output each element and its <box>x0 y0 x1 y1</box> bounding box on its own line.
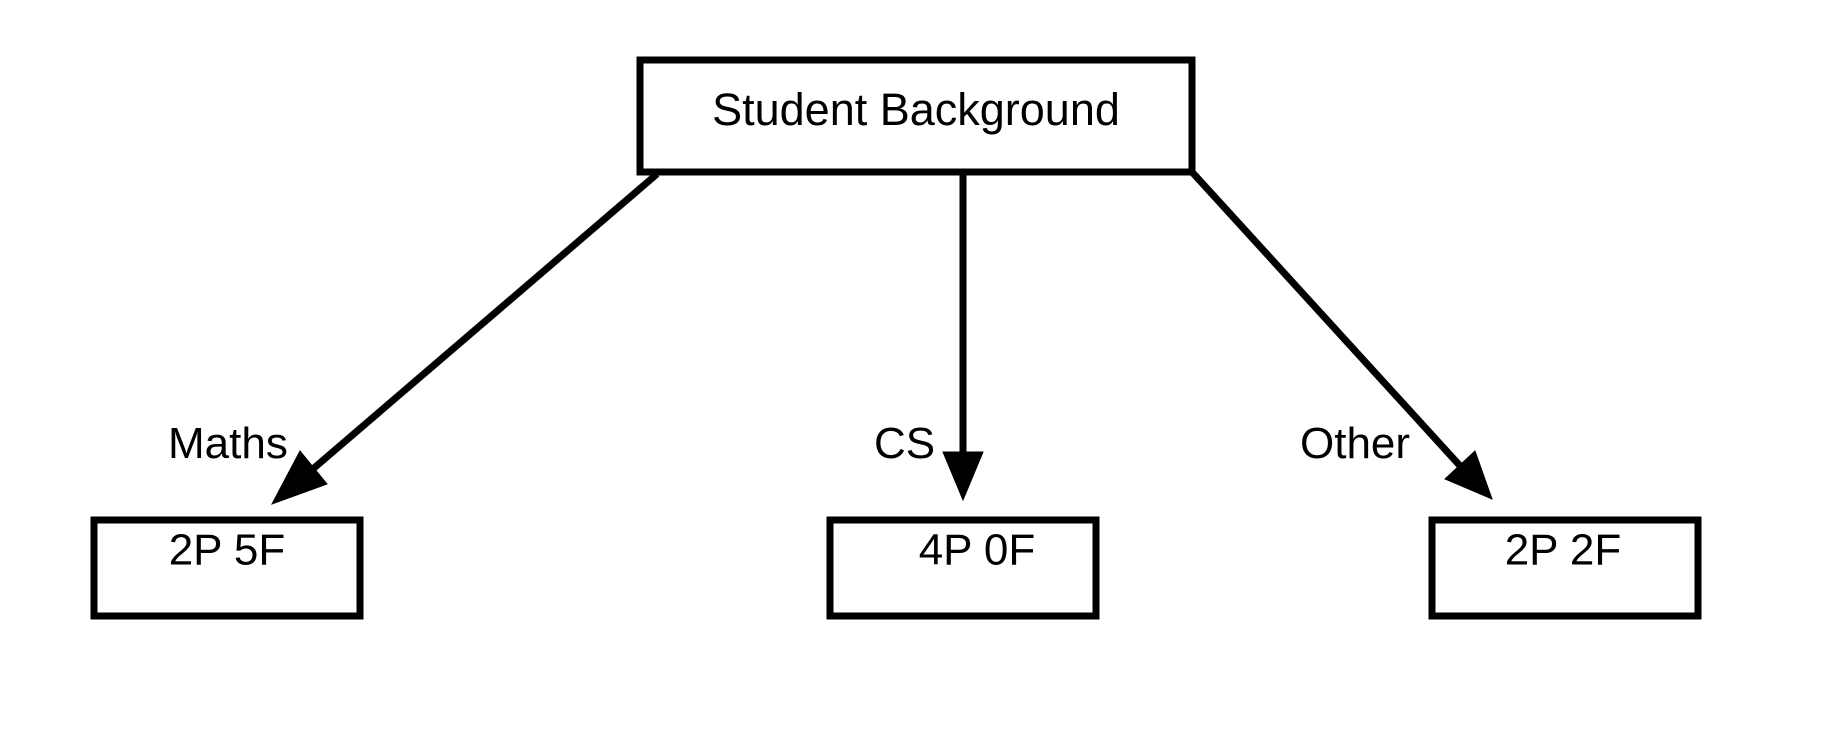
edge-label-other: Other <box>1300 419 1410 468</box>
arrowhead-cs <box>942 451 984 502</box>
branch-maths: Maths 2P 5F <box>90 171 660 620</box>
edge-label-maths: Maths <box>168 419 288 468</box>
arrowhead-maths <box>270 450 328 505</box>
root-node-label: Student Background <box>712 84 1120 135</box>
root-node: Student Background <box>636 56 1196 176</box>
leaf-node-label-cs: 4P 0F <box>919 526 1036 575</box>
leaf-node-box-other <box>1428 516 1702 620</box>
leaf-node-label-maths: 2P 5F <box>169 526 286 575</box>
edge-label-cs: CS <box>874 419 935 468</box>
leaf-node-box-maths <box>90 516 364 620</box>
branch-other: Other 2P 2F <box>1189 169 1702 620</box>
leaf-node-label-other: 2P 2F <box>1505 526 1622 575</box>
arrowhead-other <box>1444 450 1493 500</box>
edge-line-maths <box>304 171 660 477</box>
leaf-node-box-cs <box>826 516 1100 620</box>
branch-cs: CS 4P 0F <box>826 174 1100 620</box>
root-node-box <box>636 56 1196 176</box>
edge-line-other <box>1189 169 1465 471</box>
